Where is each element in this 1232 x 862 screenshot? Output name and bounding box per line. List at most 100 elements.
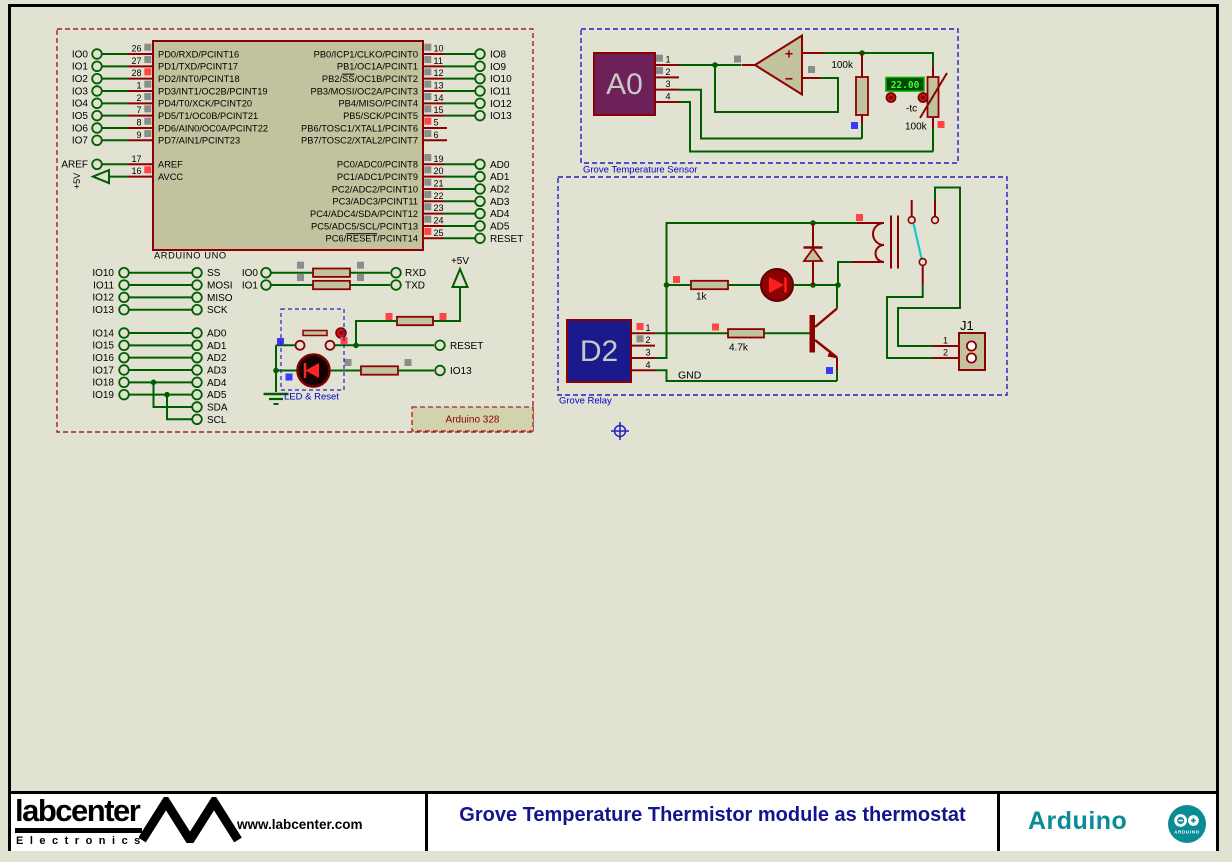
terminal-label: RESET: [490, 234, 523, 245]
terminal-IO3: [91, 85, 103, 97]
relay-border: [557, 176, 1008, 396]
d2-pin-2: 2: [631, 335, 655, 347]
pin-name: PB0/ICP1/CLKO/PCINT0: [314, 49, 418, 59]
state-marker: [144, 56, 152, 64]
terminal-label: AD2: [490, 184, 510, 195]
label: IO17: [92, 365, 114, 376]
terminal-label: IO9: [490, 62, 507, 73]
ground-symbol: [263, 392, 289, 405]
pin-number: 3: [666, 79, 671, 89]
terminal-AD4: [474, 207, 486, 220]
pin-number: 7: [136, 105, 141, 115]
transistor-collector: [814, 307, 838, 328]
state-marker: [357, 261, 364, 269]
terminal-IO16: [118, 351, 130, 364]
arduino-328-label: Arduino 328: [446, 415, 500, 426]
a0-pin-2: 2: [655, 67, 679, 79]
j1-pin: [966, 340, 978, 352]
terminal-AD2: [474, 183, 486, 195]
feedback-wire: [714, 65, 839, 113]
label: AD0: [207, 329, 227, 340]
arduino-logo-icon: ARDUINO: [1168, 805, 1206, 843]
state-marker: [424, 215, 432, 223]
terminal-AD0: [191, 327, 203, 339]
terminal-MISO: [191, 291, 203, 304]
terminal-label: IO5: [72, 111, 89, 122]
pin-number: 15: [434, 105, 444, 115]
label: IO13: [450, 366, 472, 377]
terminal-label: AD1: [490, 172, 510, 183]
label: RESET: [450, 341, 483, 352]
resistor-body: [855, 76, 869, 116]
pin-number: 11: [434, 56, 443, 66]
state-marker: [636, 335, 644, 343]
pin-name: PC1/ADC1/PCINT9: [337, 172, 418, 182]
chip-caption: ARDUINO UNO: [154, 251, 227, 261]
emitter-arrow: [827, 350, 838, 359]
sheet-title: Grove Temperature Thermistor module as t…: [459, 804, 966, 826]
wire: [433, 287, 461, 322]
resistor-value: 1k: [696, 292, 708, 303]
pin-name: PC0/ADC0/PCINT8: [337, 160, 418, 170]
label: IO16: [92, 353, 114, 364]
junction-dot: [164, 391, 170, 398]
pin-number: 1: [943, 336, 948, 346]
label: AD3: [207, 365, 227, 376]
wire: [886, 285, 933, 359]
nc-contact: [907, 215, 916, 225]
terminal-TXD: [390, 279, 402, 291]
pin-number: 4: [666, 91, 671, 101]
terminal-label: AD5: [490, 221, 510, 232]
terminal-AD0: [474, 158, 486, 171]
resistor-value: 4.7k: [729, 343, 749, 354]
label: IO10: [92, 268, 114, 279]
pin-number: 19: [434, 154, 444, 164]
zigzag-line: [139, 797, 242, 843]
terminal-AD2: [191, 351, 203, 364]
wire: [679, 101, 933, 153]
pin-name: PD7/AIN1/PCINT23: [158, 136, 240, 146]
label: SS: [207, 268, 221, 279]
pin-name: AREF: [158, 160, 183, 170]
terminal-AD4: [191, 376, 203, 389]
state-marker: [144, 43, 152, 51]
state-marker: [144, 80, 152, 88]
state-marker: [424, 68, 432, 76]
project-name: Arduino: [1028, 807, 1128, 835]
logo-zigzag-icon: [139, 797, 242, 843]
state-marker: [439, 313, 447, 320]
relay-label: Grove Relay: [559, 396, 612, 407]
terminal-label: IO2: [72, 74, 89, 85]
thermistor-display: [885, 76, 925, 92]
terminal-label: IO3: [72, 86, 89, 97]
relay-indicator-led: [760, 268, 794, 302]
origin-marker: [611, 422, 629, 440]
temp-sensor-label: Grove Temperature Sensor: [583, 165, 697, 176]
no-contact: [930, 215, 940, 225]
terminal-label: IO11: [490, 86, 511, 97]
label: IO12: [92, 293, 114, 304]
terminal-label: IO6: [72, 123, 89, 134]
resistor-body: [727, 328, 765, 339]
pin-number: 9: [136, 130, 141, 140]
d2-block-body: [566, 319, 632, 383]
state-marker: [424, 43, 432, 51]
power-arrow-icon: [451, 266, 469, 288]
state-marker: [144, 68, 152, 76]
relay-armature: [912, 223, 923, 259]
d2-pin-1: 1: [631, 323, 655, 335]
reset-led: IO13: [276, 353, 472, 388]
pin-number: 4: [646, 360, 651, 370]
